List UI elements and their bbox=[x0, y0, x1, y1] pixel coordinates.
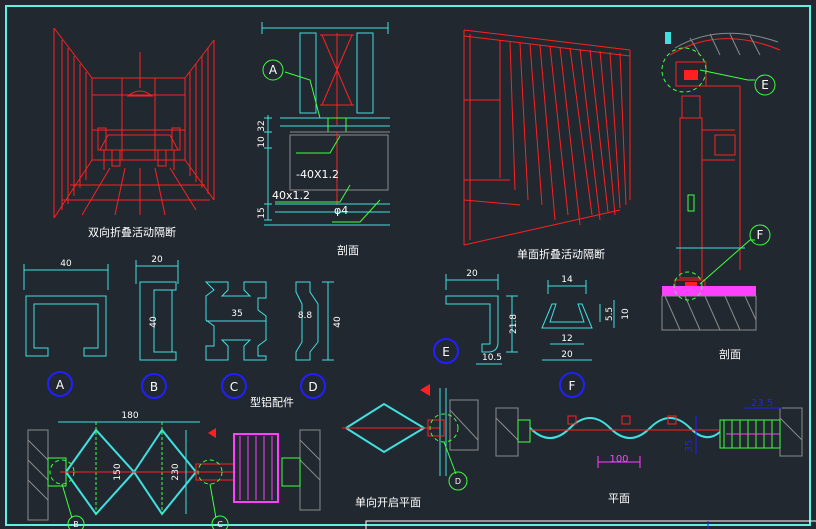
dim-profile-c-width: 35 bbox=[231, 309, 242, 319]
profile-tag-f bbox=[559, 372, 585, 398]
profile-tag-f-label: F bbox=[569, 379, 576, 393]
section-tag-e bbox=[754, 74, 776, 96]
profile-tag-e-label: E bbox=[442, 345, 450, 359]
dim-profile-f-inner: 12 bbox=[561, 334, 572, 344]
profile-tag-c bbox=[221, 373, 247, 399]
right-plan bbox=[495, 407, 803, 468]
profile-f bbox=[541, 280, 615, 361]
plan-tag-b-label: B bbox=[73, 520, 79, 529]
dim-profile-f-10: 10 bbox=[621, 308, 631, 320]
profile-tag-b bbox=[141, 373, 167, 399]
dim-plan-230: 230 bbox=[171, 463, 181, 480]
profile-tag-a-label: A bbox=[56, 378, 65, 392]
dim-profile-e-lip: 10.5 bbox=[482, 353, 502, 363]
section-tag-a-label: A bbox=[269, 63, 278, 77]
single-fold-perspective bbox=[463, 29, 631, 246]
plan-tag-d-label: D bbox=[455, 477, 461, 486]
caption-profiles: 型铝配件 bbox=[250, 395, 294, 409]
note-phi4: φ4 bbox=[334, 204, 348, 217]
red-arrow-marker-plan bbox=[420, 384, 430, 396]
caption-single-plan: 单向开启平面 bbox=[355, 495, 421, 509]
caption-plan: 平面 bbox=[608, 492, 630, 505]
dim-profile-e-height: 21.8 bbox=[509, 314, 519, 334]
profile-tag-b-label: B bbox=[150, 380, 158, 394]
dim-plan-180: 180 bbox=[121, 411, 138, 421]
plan-tag-b bbox=[67, 515, 85, 529]
plan-tag-c-label: C bbox=[217, 520, 223, 529]
right-section-drawing bbox=[661, 32, 781, 331]
profile-c bbox=[204, 281, 267, 361]
caption-section-right: 剖面 bbox=[719, 347, 741, 361]
section-tag-a bbox=[262, 59, 284, 81]
dim-profile-f-5-5: 5.5 bbox=[605, 307, 615, 321]
caption-double-fold: 双向折叠活动隔断 bbox=[88, 225, 176, 239]
profile-tag-a bbox=[47, 371, 73, 397]
dim-profile-b-width: 20 bbox=[151, 255, 163, 265]
dim-plan-35: 35 bbox=[684, 440, 695, 453]
dim-profile-a-width: 40 bbox=[60, 259, 72, 269]
dim-32: 32 bbox=[257, 120, 267, 131]
section-tag-f-label: F bbox=[757, 228, 764, 242]
dim-plan-23-5: 23.5 bbox=[751, 398, 773, 409]
dim-15: 15 bbox=[257, 207, 267, 218]
double-fold-perspective bbox=[53, 27, 215, 219]
note-40x1-2-plate: -40X1.2 bbox=[296, 168, 339, 181]
caption-section-top: 剖面 bbox=[337, 243, 359, 257]
profile-d bbox=[295, 281, 334, 361]
double-fold-plan bbox=[27, 421, 321, 521]
profile-tag-d bbox=[300, 373, 326, 399]
single-direction-plan bbox=[342, 388, 479, 476]
section-tag-e-label: E bbox=[761, 78, 769, 92]
profile-a bbox=[23, 264, 109, 357]
profile-e bbox=[445, 274, 518, 365]
top-section-drawing bbox=[261, 22, 390, 226]
dim-10: 10 bbox=[257, 136, 267, 148]
title-block-edge bbox=[365, 520, 816, 529]
dim-plan-150: 150 bbox=[113, 463, 123, 480]
dim-profile-f-bottom: 20 bbox=[561, 350, 573, 360]
profile-tag-e bbox=[433, 338, 459, 364]
section-tag-f bbox=[749, 224, 771, 246]
drawing-frame bbox=[5, 5, 811, 526]
red-arrow-marker-left bbox=[208, 428, 216, 438]
dim-plan-100: 100 bbox=[609, 454, 628, 465]
dim-profile-d-height: 40 bbox=[333, 316, 343, 328]
profile-tag-d-label: D bbox=[308, 380, 317, 394]
profile-tag-c-label: C bbox=[230, 380, 238, 394]
note-40x1-2: 40x1.2 bbox=[272, 189, 310, 202]
dim-profile-e-width: 20 bbox=[466, 269, 478, 279]
plan-tag-c bbox=[211, 515, 229, 529]
dim-profile-d-thickness: 8.8 bbox=[298, 311, 313, 321]
profile-b bbox=[135, 260, 179, 361]
dim-profile-f-top: 14 bbox=[561, 275, 573, 285]
caption-single-fold: 单面折叠活动隔断 bbox=[517, 247, 605, 261]
dim-profile-b-height: 40 bbox=[149, 316, 159, 328]
plan-tag-d bbox=[448, 471, 468, 491]
